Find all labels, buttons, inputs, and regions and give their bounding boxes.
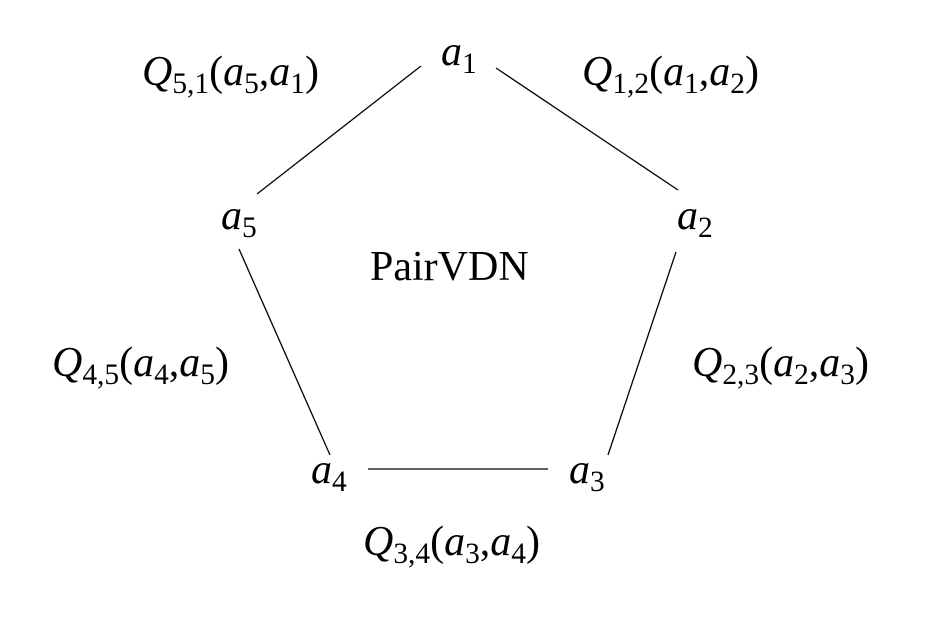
edge-a1-a2 bbox=[495, 67, 679, 191]
node-a1: a1 bbox=[441, 29, 477, 81]
edge-a4-a5 bbox=[238, 248, 331, 456]
q-label-4-5: Q4,5(a4,a5) bbox=[52, 340, 229, 392]
edge-a5-a1 bbox=[256, 65, 422, 195]
node-a4: a4 bbox=[311, 447, 347, 499]
q-label-3-4: Q3,4(a3,a4) bbox=[363, 519, 540, 571]
node-a2: a2 bbox=[677, 193, 713, 245]
q-label-2-3: Q2,3(a2,a3) bbox=[692, 340, 869, 392]
node-a5: a5 bbox=[221, 193, 257, 245]
center-label: PairVDN bbox=[370, 244, 529, 290]
node-a3: a3 bbox=[569, 447, 605, 499]
q-label-1-2: Q1,2(a1,a2) bbox=[582, 49, 759, 101]
edge-a2-a3 bbox=[607, 251, 677, 456]
q-label-5-1: Q5,1(a5,a1) bbox=[142, 49, 319, 101]
